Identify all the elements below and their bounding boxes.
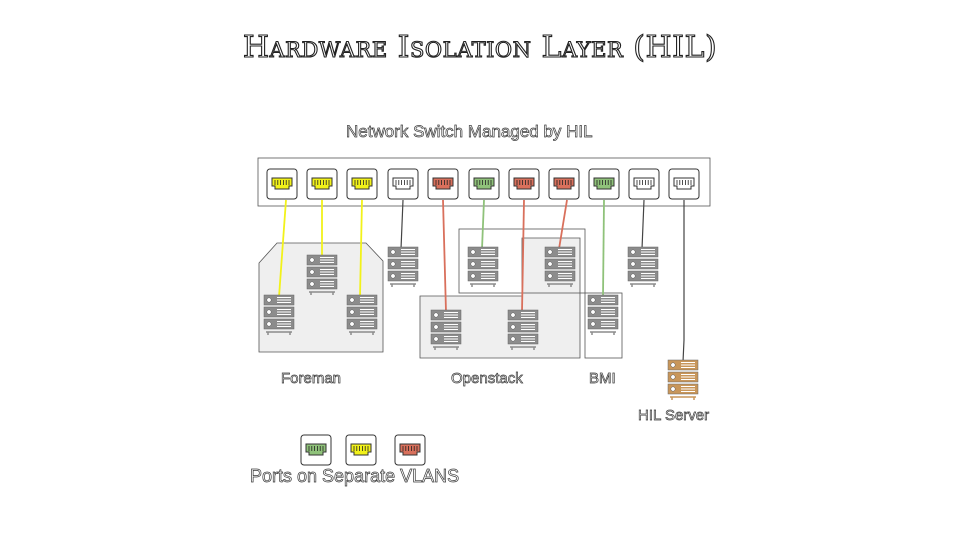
cable-7: [521, 199, 525, 313]
servers: [263, 246, 699, 400]
openstack-server-2: [467, 246, 499, 287]
legend-port-yellow: [345, 434, 377, 466]
switch-port-1: [266, 168, 298, 200]
foreman-server-1: [263, 294, 295, 335]
standalone-server-2: [627, 246, 659, 287]
switch-port-2: [306, 168, 338, 200]
switch-port-7: [508, 168, 540, 200]
switch-port-5: [427, 168, 459, 200]
cable-3: [359, 199, 363, 298]
cable-8: [558, 199, 568, 250]
cable-10: [641, 199, 645, 250]
foreman-server-2: [306, 254, 338, 295]
openstack-server-1: [430, 309, 462, 350]
page-title: Hardware Isolation Layer (HIL): [242, 29, 718, 65]
switch-port-8: [548, 168, 580, 200]
switch-port-9: [588, 168, 620, 200]
legend-port-red: [394, 434, 426, 466]
switch-label: Network Switch Managed by HIL: [346, 122, 593, 142]
foreman-label: Foreman: [281, 370, 342, 388]
switch-port-4: [387, 168, 419, 200]
hil-server-label: HIL Server: [638, 407, 710, 425]
openstack-server-4: [544, 246, 576, 287]
legend-caption: Ports on Separate VLANS: [250, 466, 460, 487]
legend-port-green: [300, 434, 332, 466]
switch-port-11: [668, 168, 700, 200]
title-wrap: Hardware Isolation Layer (HIL): [0, 29, 960, 65]
cable-11: [682, 200, 685, 363]
cable-9: [602, 199, 605, 298]
bmi-label: BMI: [589, 370, 616, 388]
openstack-server-3: [507, 309, 539, 350]
foreman-server-3: [346, 294, 378, 335]
openstack-label: Openstack: [451, 370, 523, 388]
switch-ports: [266, 168, 700, 200]
cable-6: [481, 199, 485, 250]
switch-port-10: [628, 168, 660, 200]
switch-port-3: [346, 168, 378, 200]
standalone-server-1: [387, 246, 419, 287]
cables: [278, 199, 685, 363]
cable-5: [442, 199, 447, 313]
bmi-server-1: [587, 294, 619, 335]
cable-4: [400, 199, 404, 250]
legend-ports: [300, 434, 426, 466]
switch-port-6: [468, 168, 500, 200]
cable-1: [278, 199, 287, 298]
hil-server-icon: [667, 359, 699, 400]
